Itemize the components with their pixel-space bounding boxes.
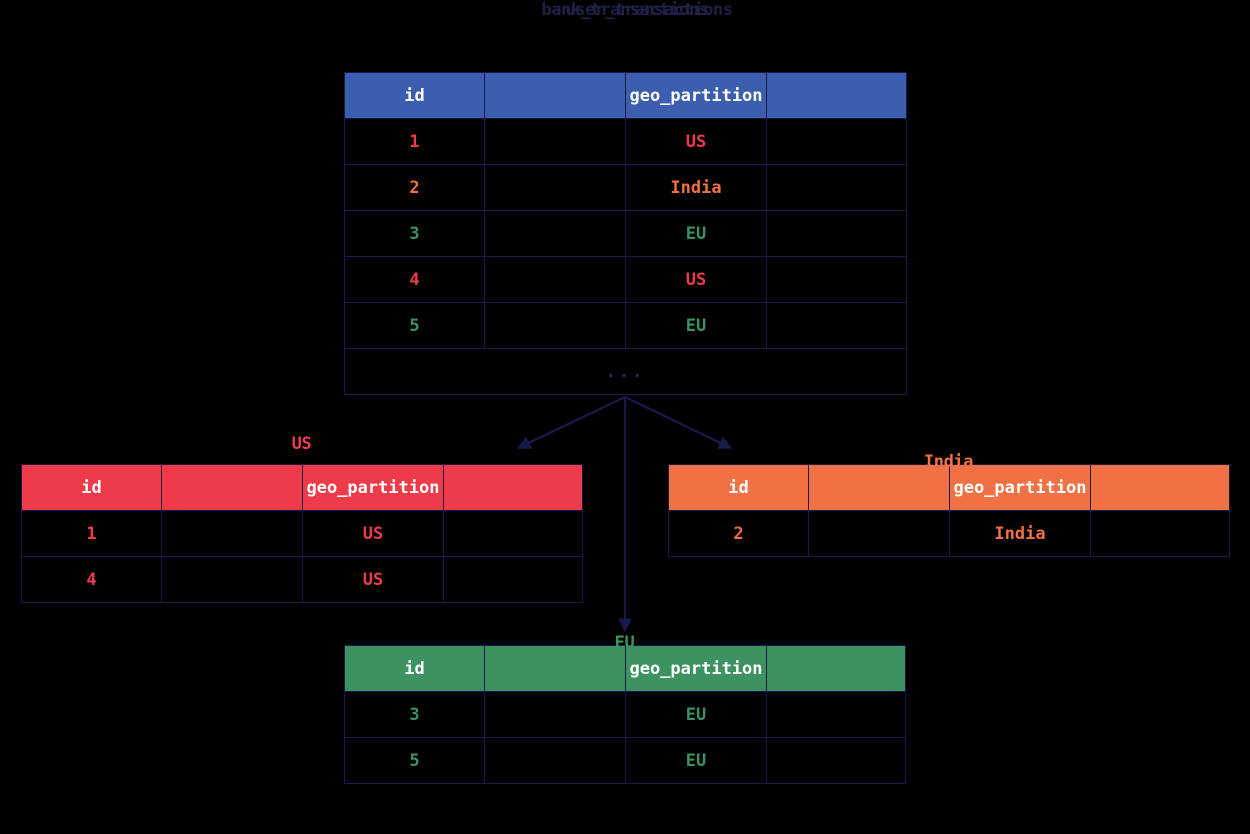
column-header-blank-2 (766, 72, 907, 119)
cell-blank-1 (484, 118, 626, 165)
cell-geo-partition: EU (625, 302, 767, 349)
table-node-root: bank_transactions user_transactions id g… (344, 2, 907, 395)
table-row: 3 EU (344, 691, 906, 738)
page-title: bank_transactions (541, 0, 709, 20)
cell-blank-2 (766, 302, 907, 349)
table-header-row: id geo_partition (344, 645, 906, 692)
cell-blank-1 (808, 510, 950, 557)
table-header-row: id geo_partition (344, 72, 907, 119)
cell-blank-2 (443, 510, 583, 557)
page-title-ghost: user_transactions (565, 0, 733, 20)
column-header-blank-2 (443, 464, 583, 511)
cell-blank-2 (766, 256, 907, 303)
cell-blank-2 (766, 164, 907, 211)
column-header-geo-partition: geo_partition (625, 72, 767, 119)
partition-table-india: id geo_partition 2 India (668, 464, 1230, 557)
table-row: 4 US (344, 256, 907, 303)
cell-geo-partition: EU (625, 210, 767, 257)
cell-geo-partition: US (302, 510, 444, 557)
column-header-id: id (344, 645, 485, 692)
partition-title-india: India (923, 452, 974, 472)
table-row: 1 US (344, 118, 907, 165)
cell-geo-partition: EU (625, 691, 767, 738)
cell-blank-2 (766, 737, 906, 784)
cell-id: 1 (344, 118, 485, 165)
cell-geo-partition: US (625, 256, 767, 303)
cell-id: 2 (344, 164, 485, 211)
cell-blank-1 (484, 302, 626, 349)
cell-id: 4 (344, 256, 485, 303)
cell-blank-1 (484, 164, 626, 211)
column-header-blank-1 (161, 464, 303, 511)
table-header-row: id geo_partition (668, 464, 1230, 511)
partition-title-us: US (291, 434, 312, 454)
column-header-id: id (668, 464, 809, 511)
partition-table-eu: id geo_partition 3 EU 5 EU (344, 645, 906, 784)
table-row: 2 India (344, 164, 907, 211)
cell-id: 3 (344, 210, 485, 257)
column-header-blank-2 (1090, 464, 1230, 511)
cell-geo-partition: India (625, 164, 767, 211)
cell-id: 5 (344, 302, 485, 349)
table-header-row: id geo_partition (21, 464, 583, 511)
cell-blank-1 (484, 210, 626, 257)
table-row: 3 EU (344, 210, 907, 257)
table-node-eu: EU id geo_partition 3 EU (344, 635, 906, 784)
cell-blank-1 (484, 737, 626, 784)
root-title-stack: bank_transactions user_transactions (344, 2, 906, 59)
column-header-blank-1 (484, 72, 626, 119)
table-overflow-row: ... (344, 348, 907, 395)
column-header-geo-partition: geo_partition (625, 645, 767, 692)
column-header-id: id (21, 464, 162, 511)
cell-blank-1 (484, 256, 626, 303)
table-node-us: US id geo_partition 1 US (21, 436, 583, 603)
cell-geo-partition: India (949, 510, 1091, 557)
column-header-blank-2 (766, 645, 906, 692)
cell-id: 5 (344, 737, 485, 784)
cell-blank-1 (484, 691, 626, 738)
cell-blank-2 (766, 118, 907, 165)
root-table: id geo_partition 1 US 2 India (344, 72, 907, 395)
edge-root-to-india (624, 396, 733, 449)
cell-geo-partition: EU (625, 737, 767, 784)
column-header-geo-partition: geo_partition (949, 464, 1091, 511)
table-row: 2 India (668, 510, 1230, 557)
cell-blank-2 (766, 210, 907, 257)
table-row: 1 US (21, 510, 583, 557)
cell-id: 3 (344, 691, 485, 738)
cell-geo-partition: US (302, 556, 444, 603)
table-row: 4 US (21, 556, 583, 603)
table-row: 5 EU (344, 737, 906, 784)
cell-id: 1 (21, 510, 162, 557)
partition-title-eu: EU (614, 633, 635, 653)
column-header-blank-1 (484, 645, 626, 692)
cell-blank-1 (161, 510, 303, 557)
cell-blank-2 (1090, 510, 1230, 557)
overflow-ellipsis: ... (344, 348, 907, 395)
column-header-id: id (344, 72, 485, 119)
column-header-geo-partition: geo_partition (302, 464, 444, 511)
partition-table-us: id geo_partition 1 US 4 US (21, 464, 583, 603)
cell-geo-partition: US (625, 118, 767, 165)
cell-id: 4 (21, 556, 162, 603)
cell-blank-2 (443, 556, 583, 603)
cell-blank-2 (766, 691, 906, 738)
table-row: 5 EU (344, 302, 907, 349)
table-node-india: India id geo_partition 2 India (668, 454, 1230, 557)
cell-id: 2 (668, 510, 809, 557)
cell-blank-1 (161, 556, 303, 603)
